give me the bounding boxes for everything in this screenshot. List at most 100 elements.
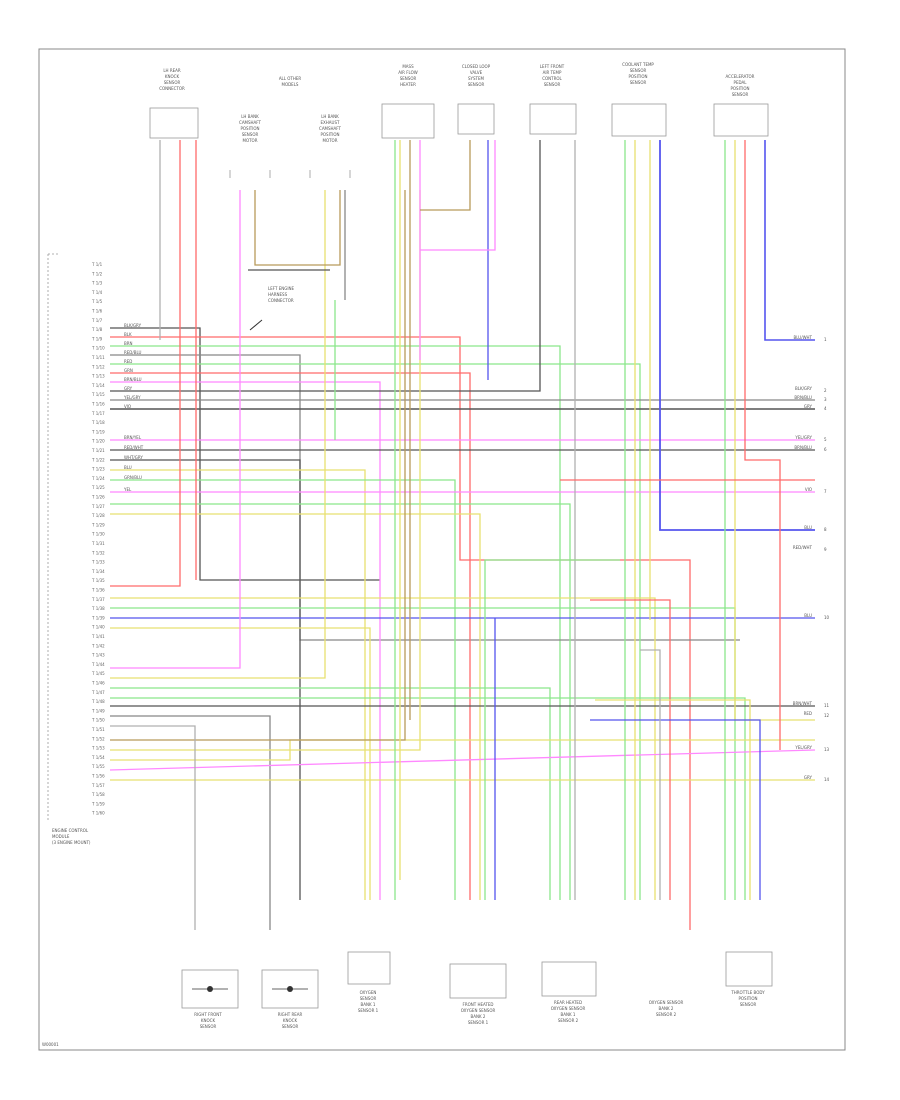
wire: [110, 627, 371, 900]
right-wire-label: BRN/BLU: [794, 395, 812, 400]
right-wire-label: GRY: [804, 404, 813, 409]
ecm-pin-label: T 1/17: [91, 411, 105, 416]
wire: [254, 190, 341, 266]
right-wire-label: BLU/WHT: [794, 335, 813, 340]
wire: [484, 559, 620, 900]
ecm-pin-label: T 1/50: [91, 718, 105, 723]
component-label-bottom: OXYGEN: [360, 990, 377, 995]
wire-color-label: GRN: [124, 368, 133, 373]
wire: [110, 140, 181, 587]
component-label-top: LH REAR: [163, 68, 181, 73]
harness-note: CONNECTOR: [268, 298, 294, 303]
component-label-top: SENSOR: [468, 82, 485, 87]
harness-note: HARNESS: [268, 292, 288, 297]
component-label-top: POSITION: [730, 86, 749, 91]
right-wire-label: BLU: [804, 613, 812, 618]
right-wire-label: RED: [804, 711, 812, 716]
component-label-top: SENSOR: [630, 80, 647, 85]
right-wire-number: 1: [824, 337, 827, 342]
right-wire-number: 8: [824, 527, 827, 532]
ecm-pin-label: T 1/29: [91, 522, 105, 527]
ecm-pin-label: T 1/58: [91, 792, 105, 797]
right-wire-label: BRN/BLU: [794, 445, 812, 450]
component-label-top: CONTROL: [542, 76, 562, 81]
right-wire-number: 4: [824, 406, 827, 411]
connector-bracket: [309, 170, 351, 178]
ecm-label: MODULE: [52, 834, 70, 839]
right-wire-number: 11: [824, 703, 830, 708]
wire: [110, 354, 740, 641]
right-wire-label: YEL/GRY: [794, 435, 812, 440]
component-box-bottom: [347, 951, 391, 985]
right-wire-number: 5: [824, 437, 827, 442]
component-label-top: SYSTEM: [468, 76, 484, 81]
wire: [110, 739, 815, 761]
ecm-pin-label: T 1/60: [91, 811, 105, 816]
wire: [595, 699, 751, 900]
component-label-bottom: FRONT HEATED: [463, 1002, 494, 1007]
ecm-pin-label: T 1/20: [91, 439, 105, 444]
component-label-bottom: KNOCK: [283, 1018, 298, 1023]
wire: [110, 513, 481, 900]
ecm-pin-label: T 1/15: [91, 392, 105, 397]
ecm-pin-label: T 1/46: [91, 681, 105, 686]
ecm-pin-label: T 1/36: [91, 588, 105, 593]
wire-color-label: BLK: [124, 332, 132, 337]
component-label-bottom: KNOCK: [201, 1018, 216, 1023]
wire: [110, 190, 421, 751]
wire: [744, 140, 781, 750]
component-label-bottom: POSITION: [738, 996, 757, 1001]
wire-color-label: RED/BLU: [124, 350, 142, 355]
ecm-pin-label: T 1/18: [91, 420, 105, 425]
component-label-top: SENSOR: [164, 80, 181, 85]
wire: [110, 503, 571, 900]
ecm-pin-label: T 1/3: [91, 281, 103, 286]
wire: [110, 459, 301, 900]
ecm-pin-label: T 1/25: [91, 485, 105, 490]
ecm-pin-label: T 1/12: [91, 364, 105, 369]
wire-color-label: VIO: [124, 404, 131, 409]
ecm-pin-label: T 1/1: [91, 262, 103, 267]
component-label-top: POSITION: [240, 126, 259, 131]
component-label-top: ALL OTHER: [279, 76, 302, 81]
ecm-pin-label: T 1/28: [91, 513, 105, 518]
wire: [110, 381, 381, 900]
wire-color-label: YEL: [123, 487, 132, 492]
component-label-bottom: RIGHT FRONT: [194, 1012, 222, 1017]
wire: [110, 715, 271, 930]
right-wire-number: 10: [824, 615, 830, 620]
right-wire-number: 13: [824, 747, 830, 752]
ecm-pin-label: T 1/23: [91, 467, 105, 472]
component-box-top: [713, 103, 769, 137]
wire-color-label: RED: [124, 359, 132, 364]
ecm-pin-label: T 1/31: [91, 541, 105, 546]
wire: [110, 725, 196, 930]
ecm-pin-column: T 1/1T 1/2T 1/3T 1/4T 1/5T 1/6T 1/7T 1/8…: [47, 253, 105, 820]
right-wire-label: BLK/GRY: [795, 386, 813, 391]
right-wire-label: BLU: [804, 525, 812, 530]
ecm-pin-label: T 1/10: [91, 346, 105, 351]
right-wire-number: 9: [824, 547, 827, 552]
wire-color-label: GRN/BLU: [124, 475, 142, 480]
component-label-bottom: SENSOR 1: [358, 1008, 379, 1013]
component-label-top: LH BANK: [321, 114, 339, 119]
component-label-top: SENSOR: [630, 68, 647, 73]
component-label-top: LEFT FRONT: [540, 64, 565, 69]
component-label-top: COOLANT TEMP: [622, 62, 654, 67]
wire: [659, 140, 815, 531]
ecm-pin-label: T 1/30: [91, 532, 105, 537]
ecm-pin-label: T 1/24: [91, 476, 105, 481]
ecm-pin-label: T 1/48: [91, 699, 105, 704]
wire: [110, 597, 656, 900]
ecm-pin-label: T 1/4: [91, 290, 103, 295]
ecm-pin-label: T 1/53: [91, 746, 105, 751]
ecm-pin-label: T 1/45: [91, 671, 105, 676]
component-label-top: CAMSHAFT: [239, 120, 261, 125]
component-box-bottom: [725, 951, 773, 987]
wire: [109, 749, 816, 771]
ecm-pin-label: T 1/13: [91, 374, 105, 379]
component-label-bottom: SENSOR: [740, 1002, 757, 1007]
wire-color-label: BRN/BLU: [124, 377, 142, 382]
component-label-bottom: BANK 1: [361, 1002, 376, 1007]
